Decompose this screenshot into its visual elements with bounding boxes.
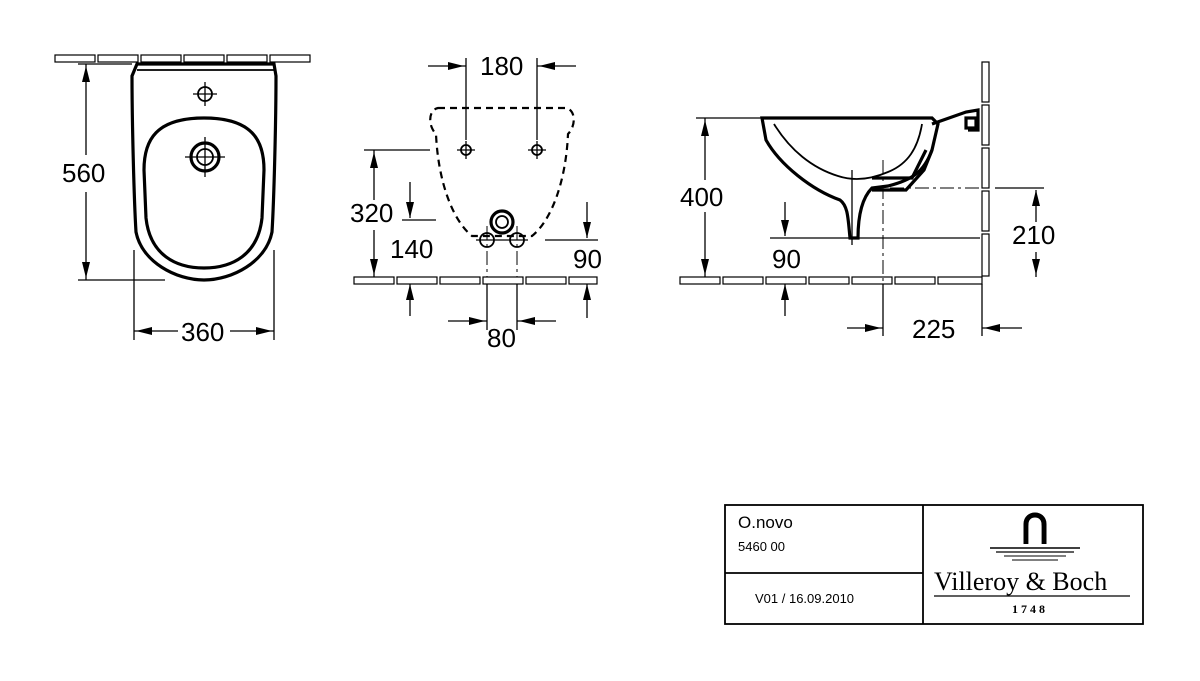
fixing-bolt-left-icon [457,141,475,159]
dim-supply-spacing: 80 [487,323,516,353]
waste-connection-icon [489,209,515,235]
side-view: 400 90 210 225 [679,61,1055,344]
dim-fixing-height: 320 [350,198,393,228]
dim-depth: 560 [62,158,105,188]
dim-side-waste-height: 90 [772,244,801,274]
brand-name: Villeroy & Boch [934,567,1107,596]
dim-supply-height: 140 [390,234,433,264]
title-block: O.novo 5460 00 V01 / 16.09.2010 Villeroy… [724,504,1144,625]
dim-fixing-spacing: 180 [480,51,523,81]
floor-tiles-front [353,276,598,285]
brand-logo-icon [990,512,1080,561]
bidet-outline-front [429,106,575,238]
bowl-inner-top [142,116,266,270]
floor-tiles-side [679,276,983,285]
dim-rim-height: 400 [680,182,723,212]
dim-waste-height: 90 [573,244,602,274]
wall-tiles-side [981,61,990,277]
dim-projection: 225 [912,314,955,344]
dim-width: 360 [181,317,224,347]
dim-waste-connection-height: 210 [1012,220,1055,250]
wall-tiles-top [54,54,311,63]
front-view: 180 320 140 90 80 [350,51,602,353]
top-view: 560 360 [54,54,311,347]
brand-year: 1748 [1012,602,1048,616]
version-date: V01 / 16.09.2010 [755,591,854,606]
fixing-bolt-right-icon [528,141,546,159]
article-number: 5460 00 [738,539,785,554]
bidet-outline-top [130,62,278,282]
product-name: O.novo [738,513,793,532]
